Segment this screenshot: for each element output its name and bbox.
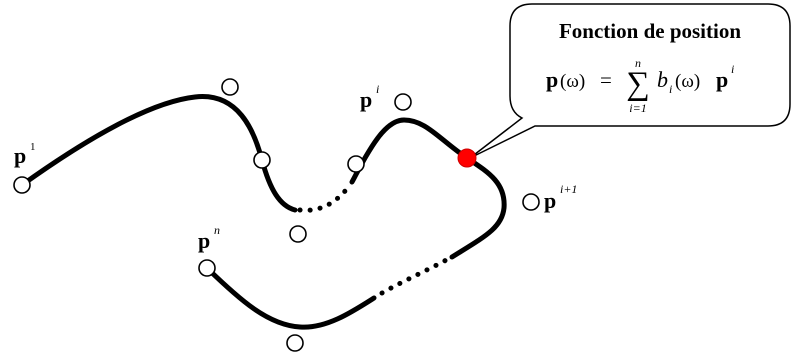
svg-text:p: p	[14, 143, 26, 168]
label-p1: p 1	[14, 141, 36, 168]
curve-lower	[204, 265, 377, 330]
control-point	[253, 151, 271, 169]
formula-rhs-sup: i	[731, 62, 734, 76]
label-pn: p n	[198, 223, 220, 253]
evaluated-point	[457, 148, 477, 168]
svg-text:p: p	[544, 188, 556, 213]
control-point	[289, 225, 307, 243]
formula-sum-lower: i=1	[629, 101, 646, 115]
svg-text:p: p	[360, 87, 372, 112]
callout-bubble	[469, 3, 791, 159]
position-formula: p (ω) = n ∑ i=1 b i (ω) p i	[546, 56, 734, 115]
control-point	[198, 259, 216, 277]
formula-lhs-arg: (ω)	[560, 71, 585, 92]
curve-lower-dotted	[379, 255, 453, 296]
control-point	[286, 334, 304, 352]
label-pi: p i	[360, 82, 379, 112]
formula-equals: =	[600, 68, 612, 92]
svg-text:i+1: i+1	[560, 182, 577, 196]
formula-lhs-p: p	[546, 67, 558, 92]
control-points	[13, 78, 540, 352]
control-point	[221, 78, 239, 96]
formula-b: b	[657, 67, 668, 92]
label-pi1: p i+1	[544, 182, 577, 213]
formula-b-sub: i	[669, 82, 672, 96]
control-point	[13, 176, 31, 194]
svg-text:i: i	[376, 82, 379, 96]
control-point	[522, 193, 540, 211]
svg-text:p: p	[198, 228, 210, 253]
curve-upper-left	[19, 94, 298, 213]
curve-gap-dotted	[297, 182, 353, 213]
svg-text:1: 1	[30, 141, 36, 153]
callout-title: Fonction de position	[559, 19, 741, 43]
formula-sum-upper: n	[635, 56, 641, 70]
control-point	[394, 93, 412, 111]
svg-text:n: n	[214, 223, 220, 237]
control-point	[347, 155, 365, 173]
curve-upper-right	[349, 117, 507, 260]
formula-sum-symbol: ∑	[626, 66, 650, 102]
formula-b-arg: (ω)	[675, 71, 700, 92]
formula-rhs-p: p	[716, 67, 728, 92]
